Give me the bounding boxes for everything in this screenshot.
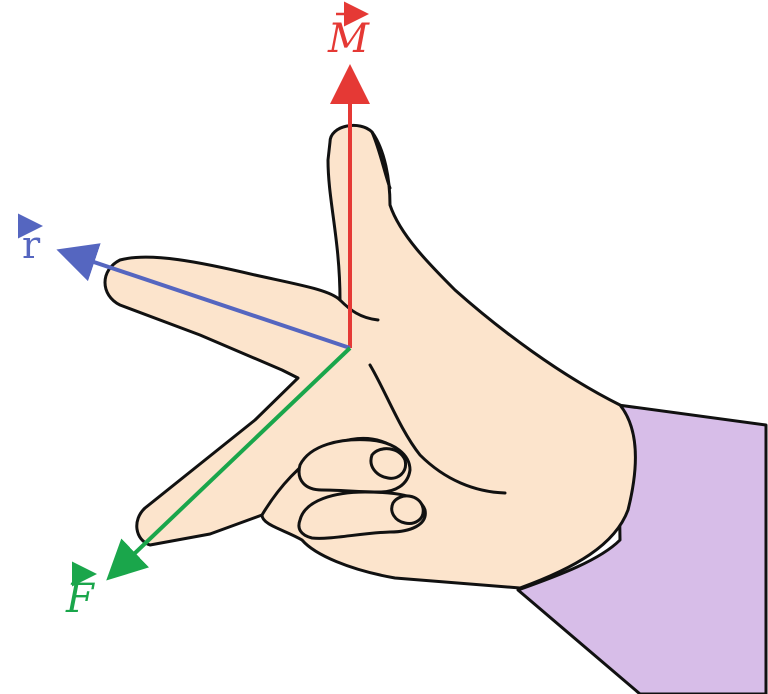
label-r-text: r: [22, 223, 41, 267]
thumb-crease: [370, 130, 392, 190]
label-M-text: M: [327, 16, 370, 62]
sleeve: [516, 403, 768, 694]
ring-fingernail: [369, 447, 408, 480]
index-finger-line: [338, 298, 380, 322]
hand: [103, 123, 637, 590]
label-F: F: [65, 561, 97, 622]
palm-line: [368, 363, 507, 495]
label-M: M: [327, 1, 370, 62]
pinky-fingernail: [390, 494, 425, 525]
vector-F-arrow: [106, 346, 352, 581]
label-r: r: [18, 213, 43, 267]
label-F-text: F: [65, 576, 95, 622]
vector-r-arrow: [56, 243, 351, 350]
